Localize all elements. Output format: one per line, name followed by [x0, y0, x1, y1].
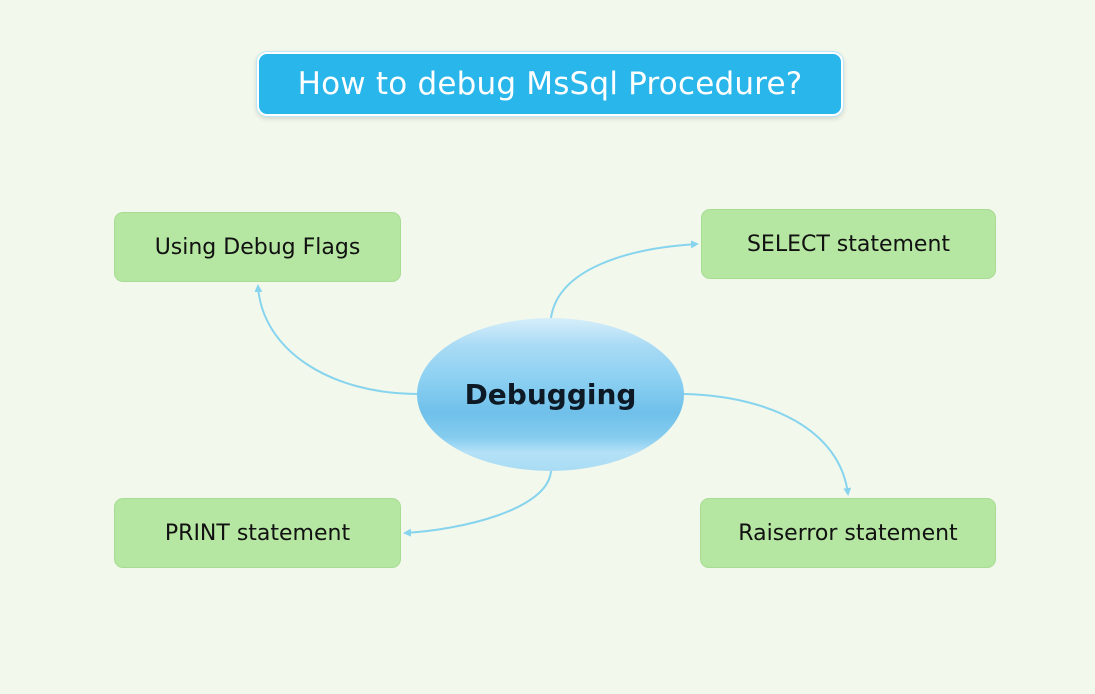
central-topic-label: Debugging: [464, 378, 637, 411]
connector-to-raiserror: [683, 393, 852, 496]
node-label-using-debug-flags: Using Debug Flags: [154, 234, 361, 260]
connector-to-print: [403, 470, 552, 537]
node-label-select-statement: SELECT statement: [746, 231, 951, 257]
node-print-statement: PRINT statement: [114, 498, 401, 568]
node-select-statement: SELECT statement: [701, 209, 996, 279]
node-raiserror-statement: Raiserror statement: [700, 498, 996, 568]
central-topic-node: Debugging: [417, 318, 684, 471]
connector-to-debug-flags: [254, 284, 419, 395]
node-using-debug-flags: Using Debug Flags: [114, 212, 401, 282]
title-box: How to debug MsSql Procedure?: [257, 52, 843, 116]
node-label-print-statement: PRINT statement: [164, 520, 351, 546]
node-label-raiserror-statement: Raiserror statement: [738, 520, 958, 546]
connector-to-select: [550, 240, 699, 319]
diagram-title: How to debug MsSql Procedure?: [297, 66, 803, 102]
